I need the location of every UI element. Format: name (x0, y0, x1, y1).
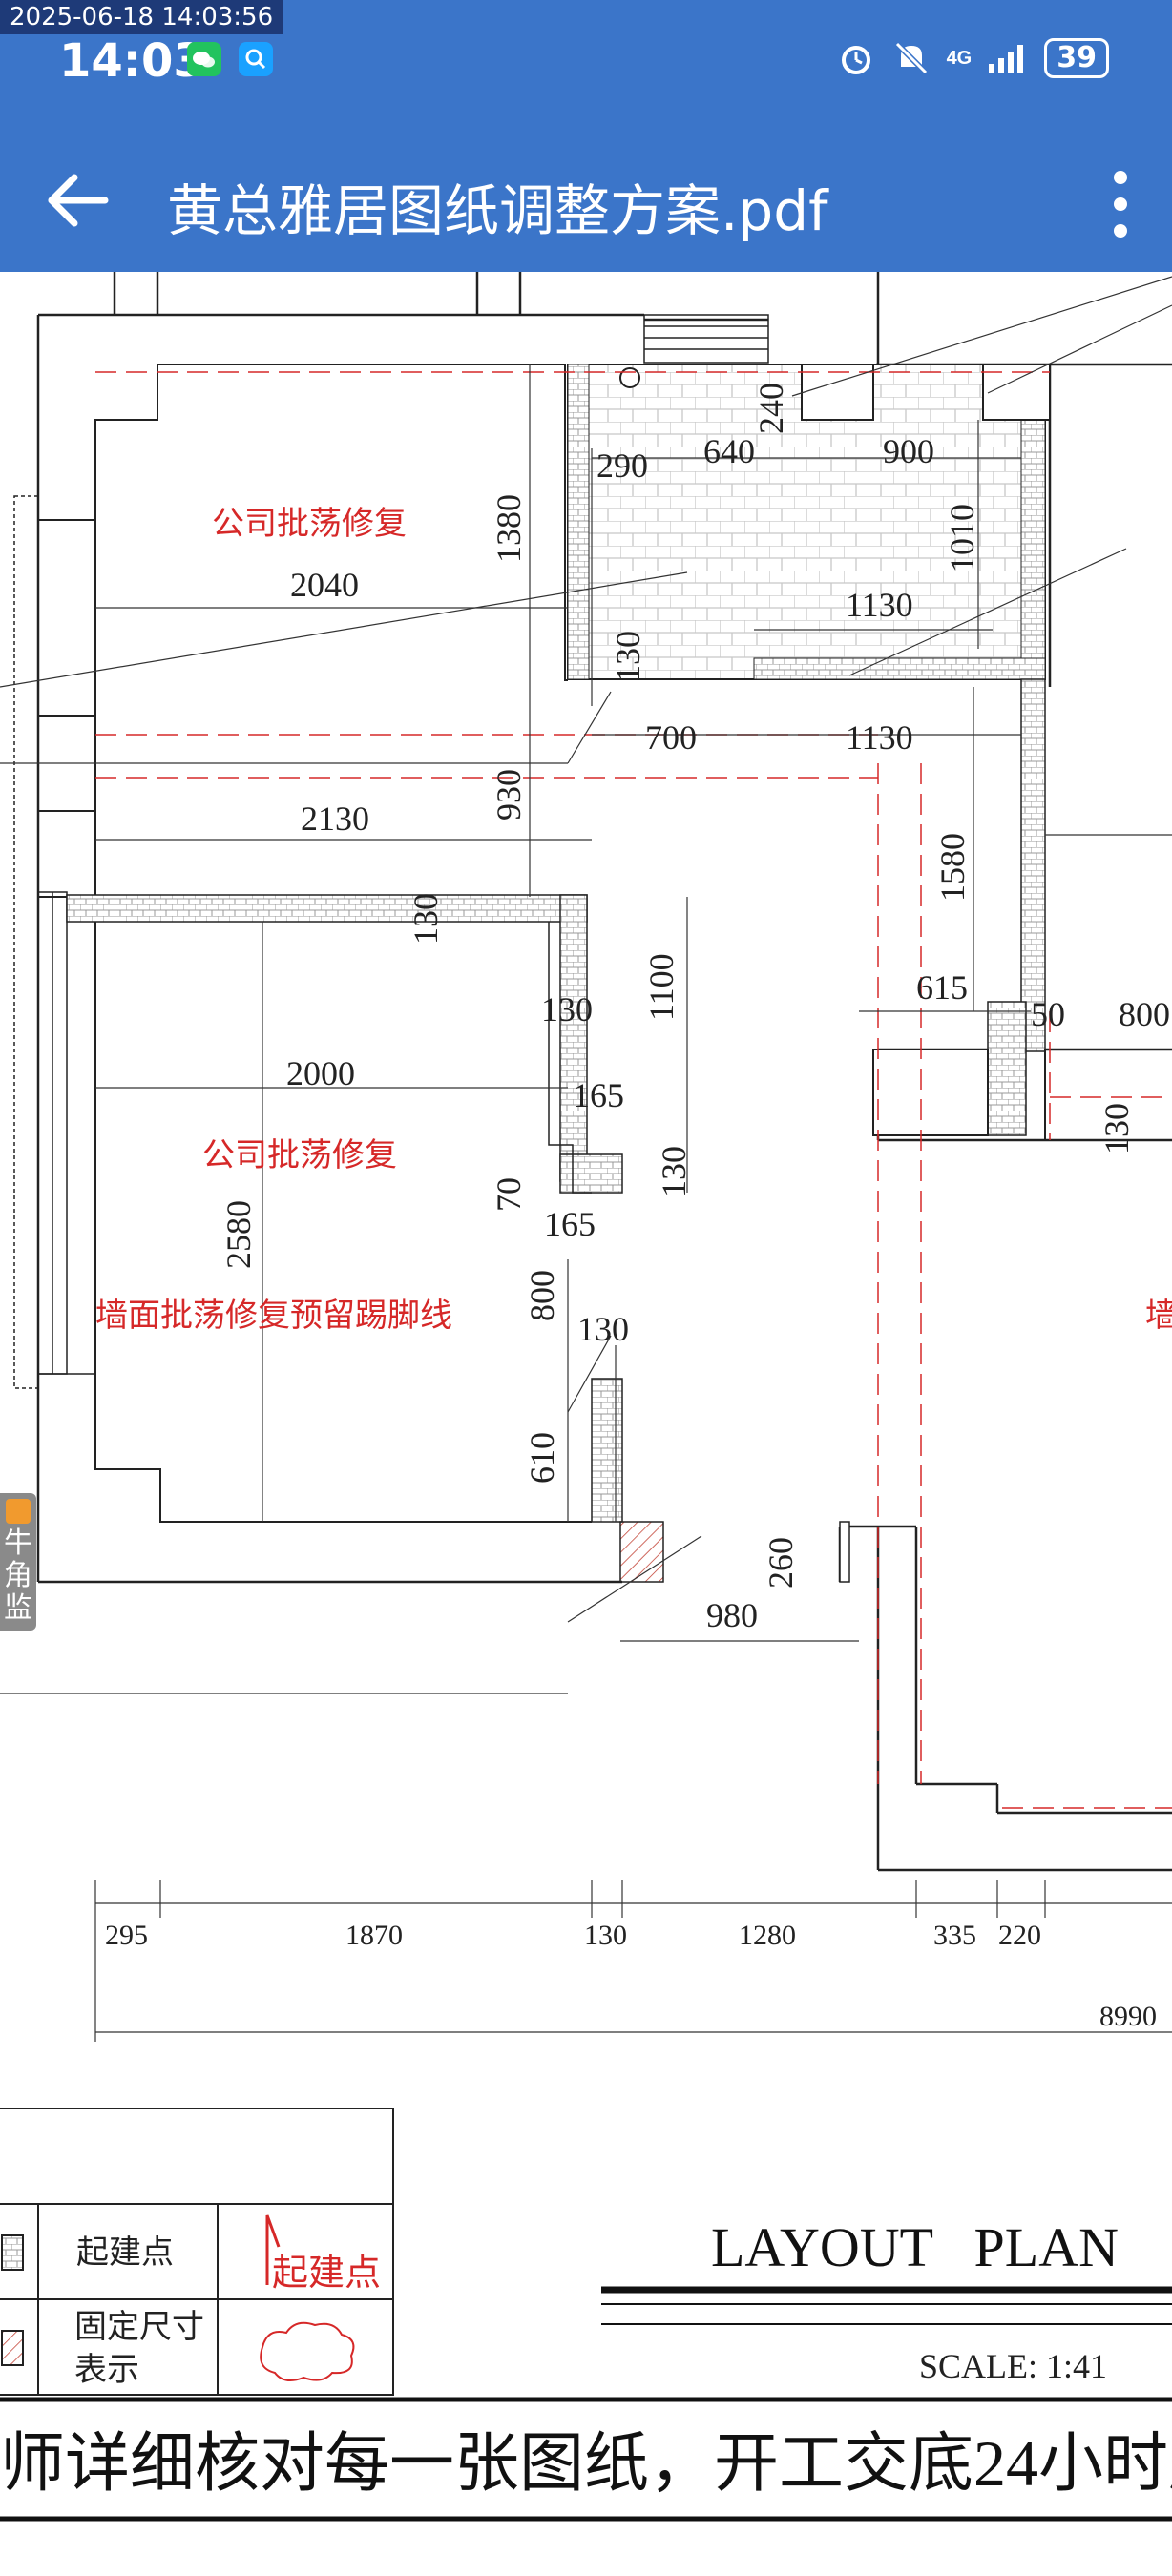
bottom-dim-295: 295 (105, 1920, 148, 1951)
bottom-dim-130: 130 (584, 1920, 627, 1951)
legend-cloud-symbol (260, 2321, 355, 2382)
dim-130-lower-c: 130 (577, 1310, 629, 1348)
layout-plan-title: LAYOUT PLAN (711, 2216, 1119, 2278)
legend-start-point-symbol-text: 起建点 (272, 2254, 381, 2294)
dim-130a: 130 (609, 631, 647, 682)
more-options-button[interactable] (1101, 156, 1140, 252)
dim-130-lower-a: 130 (541, 990, 593, 1028)
bottom-dim-8990: 8990 (1099, 2001, 1157, 2032)
monitor-tab-char-2: 角 (4, 1560, 32, 1591)
dim-1130b: 1130 (846, 718, 913, 757)
dim-930: 930 (490, 769, 528, 821)
wechat-icon (187, 42, 221, 76)
wall-note: 墙面批荡修复预留踢脚线 (95, 1298, 452, 1334)
legend-start-point-symbol: 起建点 (265, 2214, 381, 2294)
right-column (872, 678, 1046, 1140)
dim-290: 290 (596, 447, 648, 485)
dim-240: 240 (752, 383, 790, 434)
dim-2580: 2580 (220, 1200, 258, 1269)
mute-icon (894, 41, 928, 75)
dim-165a: 165 (573, 1076, 624, 1114)
monitor-logo-icon (6, 1499, 31, 1524)
app-bar: 黄总雅居图纸调整方案.pdf (0, 134, 1172, 272)
screenshot-timestamp: 2025-06-18 14:03:56 (0, 0, 283, 34)
dim-2040: 2040 (290, 566, 359, 604)
legend-fixed-size-line1: 固定尺寸 (74, 2309, 204, 2345)
bottom-dimension-texts: 295 1870 130 1280 335 220 8990 (105, 1920, 1157, 2032)
drawing-scale: SCALE: 1:41 (919, 2347, 1107, 2385)
lower-room-walls (38, 894, 850, 1583)
dim-610: 610 (523, 1432, 561, 1484)
dim-615: 615 (916, 968, 968, 1007)
alarm-icon (841, 46, 870, 74)
dim-2130: 2130 (301, 800, 369, 838)
status-icons: 4G 39 (836, 38, 1109, 78)
legend-start-point-label: 起建点 (76, 2234, 174, 2271)
dim-1010: 1010 (943, 504, 981, 572)
dim-130-lower-b: 130 (655, 1146, 693, 1197)
bottom-dim-335: 335 (933, 1920, 976, 1951)
stair-symbol (643, 314, 769, 364)
dim-900: 900 (883, 432, 934, 470)
network-type: 4G (946, 47, 973, 69)
floating-monitor-tab[interactable]: 牛 角 监 (0, 1493, 36, 1631)
title-underline (601, 2286, 1172, 2325)
dim-800a: 800 (1119, 995, 1170, 1033)
search-app-icon (239, 42, 273, 76)
dim-2000: 2000 (286, 1054, 355, 1092)
back-button[interactable] (40, 162, 116, 239)
signal-icon (989, 45, 1024, 73)
legend-fixed-size-line2: 表示 (74, 2352, 139, 2388)
dim-1100: 1100 (642, 953, 680, 1021)
arrow-left-icon (48, 174, 109, 227)
dim-800b: 800 (523, 1270, 561, 1321)
dim-130c: 130 (1098, 1103, 1136, 1154)
dim-260: 260 (762, 1537, 800, 1589)
edge-note: 墙 (1145, 1298, 1172, 1334)
legend-texts: 起建点 固定尺寸 表示 (74, 2234, 204, 2388)
dim-1580: 1580 (933, 833, 972, 902)
battery-icon: 39 (1044, 38, 1109, 78)
floor-plan-drawing: 公司批荡修复 公司批荡修复 墙面批荡修复预留踢脚线 墙 240 290 640 … (0, 272, 1172, 2522)
dim-640: 640 (703, 432, 755, 470)
dim-130b: 130 (407, 893, 445, 945)
dim-70: 70 (490, 1177, 528, 1212)
upper-room-note: 公司批荡修复 (212, 506, 407, 542)
dimension-lines (0, 276, 1172, 2042)
dim-1130a: 1130 (846, 586, 913, 624)
bathroom-tiles (567, 364, 1051, 680)
footer-note: 师详细核对每一张图纸，开工交底24小时后 (0, 2427, 1172, 2500)
lower-room-note: 公司批荡修复 (202, 1137, 397, 1174)
pdf-viewer[interactable]: 公司批荡修复 公司批荡修复 墙面批荡修复预留踢脚线 墙 240 290 640 … (0, 272, 1172, 2576)
legend-table (0, 2108, 394, 2396)
dim-700: 700 (645, 718, 697, 757)
dimension-texts: 240 290 640 900 1380 2040 1010 1130 130 … (220, 383, 1170, 1634)
dim-980: 980 (706, 1596, 758, 1634)
monitor-tab-char-1: 牛 (4, 1527, 32, 1559)
bottom-dim-1280: 1280 (739, 1920, 796, 1951)
dim-165b: 165 (544, 1205, 596, 1243)
bottom-dim-1870: 1870 (345, 1920, 403, 1951)
window-left (13, 495, 68, 1389)
dim-50: 50 (1031, 995, 1065, 1033)
dim-1380: 1380 (490, 494, 528, 563)
status-bar: 14:03 4G 39 (0, 0, 1172, 134)
monitor-tab-char-3: 监 (4, 1592, 32, 1624)
status-time: 14:03 (59, 34, 205, 88)
bottom-dim-220: 220 (998, 1920, 1041, 1951)
more-vert-icon (1114, 171, 1127, 238)
document-title: 黄总雅居图纸调整方案.pdf (167, 178, 828, 243)
